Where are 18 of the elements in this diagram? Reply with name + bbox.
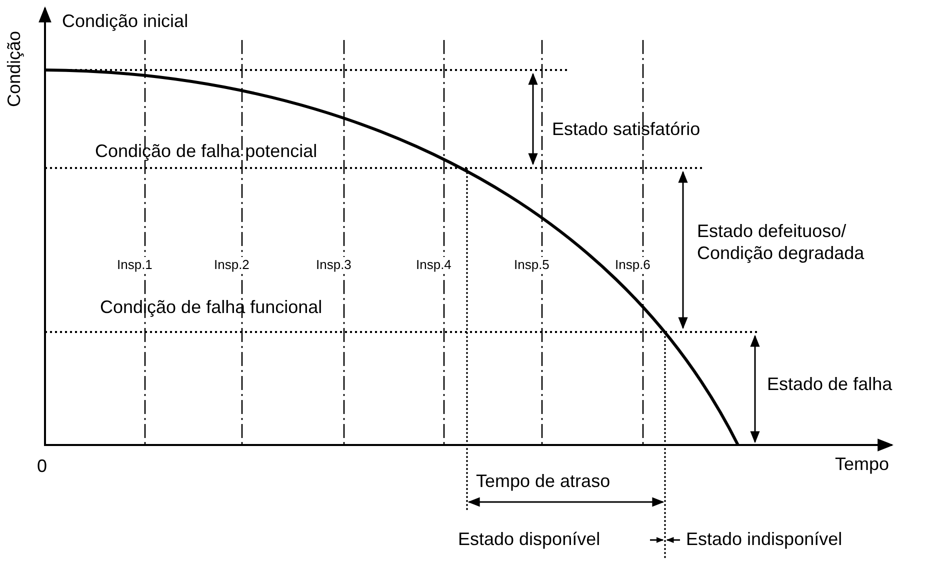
inspection-label: Insp.1 — [116, 257, 154, 272]
state-label: Estado de falha — [767, 373, 892, 395]
inspection-label: Insp.3 — [315, 257, 352, 272]
state-label: Estado disponível — [458, 528, 600, 550]
delay-time-label: Tempo de atraso — [476, 470, 610, 492]
condition-label: Condição de falha potencial — [95, 140, 318, 162]
inspection-label: Insp.5 — [513, 257, 550, 272]
axis-label: Tempo — [835, 453, 890, 475]
axis-label: 0 — [37, 455, 48, 477]
state-label: Estado defeituoso/ Condição degradada — [697, 220, 866, 264]
condition-label: Condição inicial — [62, 10, 188, 32]
inspection-label: Insp.6 — [614, 257, 652, 272]
inspection-label: Insp.4 — [415, 257, 452, 272]
inspection-label: Insp.2 — [213, 257, 250, 272]
axis-label: Condição — [3, 30, 26, 108]
state-label: Estado satisfatório — [552, 118, 700, 140]
state-label: Estado indisponível — [686, 528, 842, 550]
condition-label: Condição de falha funcional — [100, 296, 322, 318]
